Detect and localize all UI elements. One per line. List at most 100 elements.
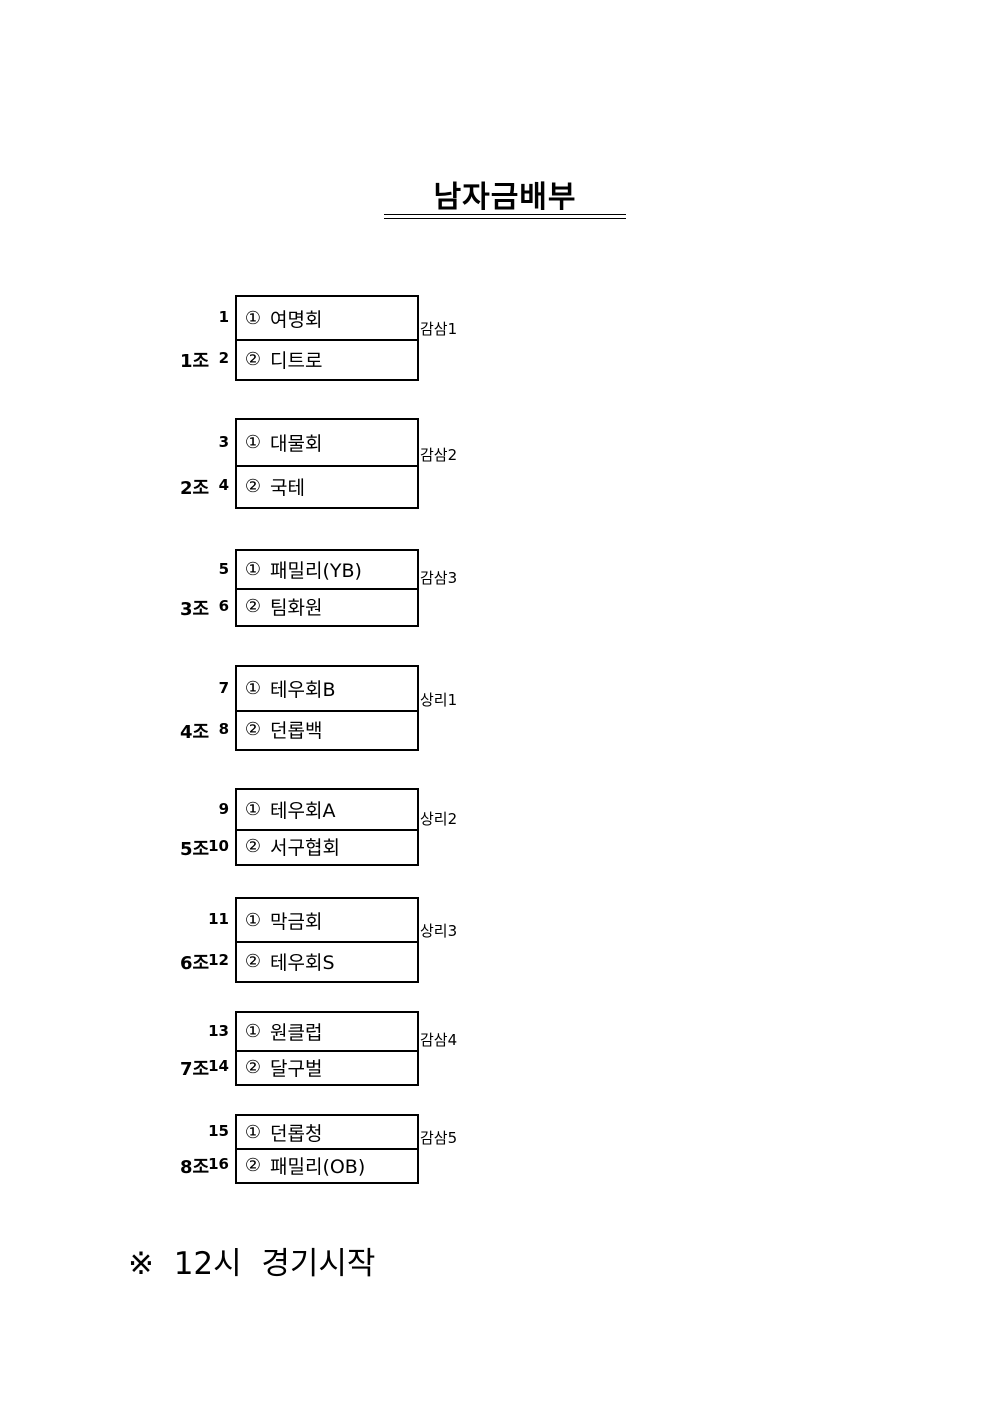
- match-box: ① 막금회 ② 테우회S: [235, 897, 419, 983]
- team-name: 던롭백: [270, 720, 323, 742]
- team-row: ① 패밀리(YB): [237, 551, 417, 588]
- divider: [237, 588, 417, 590]
- seed-mark: ①: [244, 307, 262, 329]
- divider: [237, 1050, 417, 1052]
- team-name: 원클럽: [270, 1022, 323, 1044]
- team-name: 패밀리(OB): [270, 1155, 366, 1178]
- seed-mark: ②: [244, 1154, 262, 1176]
- team-row: ① 원클럽: [237, 1013, 417, 1050]
- team-row: ② 디트로: [237, 341, 417, 377]
- group-label: 6조: [180, 953, 210, 974]
- seed-mark: ②: [244, 950, 262, 972]
- title-underline: [384, 218, 626, 219]
- team-number: 8: [218, 719, 229, 738]
- reference-mark: ※: [128, 1246, 154, 1282]
- team-row: ① 던롭청: [237, 1116, 417, 1148]
- divider: [237, 339, 417, 341]
- seed-mark: ①: [244, 1021, 262, 1042]
- team-row: ② 던롭백: [237, 712, 417, 747]
- team-number: 10: [208, 836, 229, 855]
- team-number: 4: [218, 476, 229, 494]
- team-row: ① 테우회A: [237, 790, 417, 829]
- team-row: ① 대물회: [237, 420, 417, 465]
- seed-mark: ②: [244, 348, 262, 370]
- team-name: 패밀리(YB): [270, 560, 362, 582]
- team-number: 6: [218, 596, 229, 615]
- seed-mark: ①: [244, 909, 262, 931]
- match-box: ① 패밀리(YB) ② 팀화원: [235, 549, 419, 627]
- team-name: 달구벌: [270, 1057, 323, 1080]
- divider: [237, 465, 417, 467]
- match-box: ① 여명회 ② 디트로: [235, 295, 419, 381]
- page-title: 남자금배부: [433, 180, 577, 215]
- team-row: ① 테우회B: [237, 667, 417, 710]
- match-box: ① 원클럽 ② 달구벌: [235, 1011, 419, 1086]
- team-name: 테우회A: [270, 800, 336, 822]
- team-number: 11: [208, 910, 229, 928]
- seed-mark: ②: [244, 596, 262, 617]
- team-number: 9: [218, 799, 229, 818]
- seed-mark: ①: [244, 559, 262, 580]
- team-row: ② 팀화원: [237, 590, 417, 623]
- group-label: 5조: [180, 838, 210, 860]
- team-number: 12: [208, 951, 229, 969]
- team-row: ① 막금회: [237, 899, 417, 941]
- team-number: 2: [218, 349, 229, 367]
- team-name: 던롭청: [270, 1122, 323, 1145]
- team-row: ② 국테: [237, 467, 417, 505]
- team-row: ② 달구벌: [237, 1052, 417, 1082]
- seed-mark: ②: [244, 475, 262, 497]
- group-label: 7조: [180, 1059, 210, 1080]
- court-label: 상리3: [420, 922, 458, 940]
- team-number: 5: [218, 559, 229, 578]
- seed-mark: ①: [244, 1121, 262, 1143]
- match-box: ① 던롭청 ② 패밀리(OB): [235, 1114, 419, 1184]
- court-label: 상리1: [420, 691, 458, 709]
- divider: [237, 710, 417, 712]
- divider: [237, 1148, 417, 1150]
- seed-mark: ②: [244, 719, 262, 740]
- seed-mark: ①: [244, 799, 262, 820]
- start-time-text: 12시 경기시작: [173, 1246, 376, 1282]
- team-name: 테우회B: [270, 679, 336, 701]
- team-name: 디트로: [270, 349, 323, 372]
- group-label: 4조: [180, 721, 210, 743]
- match-box: ① 대물회 ② 국테: [235, 418, 419, 509]
- court-label: 감삼1: [420, 320, 458, 338]
- team-name: 테우회S: [270, 951, 335, 974]
- team-number: 7: [218, 678, 229, 697]
- seed-mark: ②: [244, 836, 262, 857]
- team-name: 대물회: [270, 433, 323, 455]
- group-label: 1조: [180, 351, 210, 372]
- team-number: 1: [218, 308, 229, 326]
- match-box: ① 테우회A ② 서구협회: [235, 788, 419, 866]
- team-name: 막금회: [270, 910, 323, 933]
- court-label: 감삼2: [420, 446, 458, 464]
- divider: [237, 941, 417, 943]
- team-name: 국테: [270, 476, 305, 499]
- divider: [237, 829, 417, 831]
- court-label: 감삼4: [420, 1031, 458, 1049]
- seed-mark: ①: [244, 678, 262, 699]
- title-underline: [384, 214, 626, 215]
- start-notice: ※ 12시 경기시작: [128, 1238, 375, 1283]
- team-row: ② 패밀리(OB): [237, 1150, 417, 1180]
- team-name: 팀화원: [270, 597, 323, 619]
- court-label: 감삼3: [420, 569, 458, 587]
- court-label: 감삼5: [420, 1129, 458, 1147]
- team-number: 14: [208, 1057, 229, 1075]
- team-row: ② 서구협회: [237, 831, 417, 862]
- team-name: 서구협회: [270, 837, 340, 859]
- court-label: 상리2: [420, 810, 458, 828]
- team-row: ② 테우회S: [237, 943, 417, 979]
- team-number: 15: [208, 1122, 229, 1140]
- seed-mark: ①: [244, 432, 262, 453]
- group-label: 2조: [180, 478, 210, 499]
- team-name: 여명회: [270, 308, 323, 331]
- match-box: ① 테우회B ② 던롭백: [235, 665, 419, 751]
- team-row: ① 여명회: [237, 297, 417, 339]
- team-number: 16: [208, 1155, 229, 1173]
- seed-mark: ②: [244, 1056, 262, 1078]
- group-label: 8조: [180, 1157, 210, 1178]
- team-number: 13: [208, 1021, 229, 1040]
